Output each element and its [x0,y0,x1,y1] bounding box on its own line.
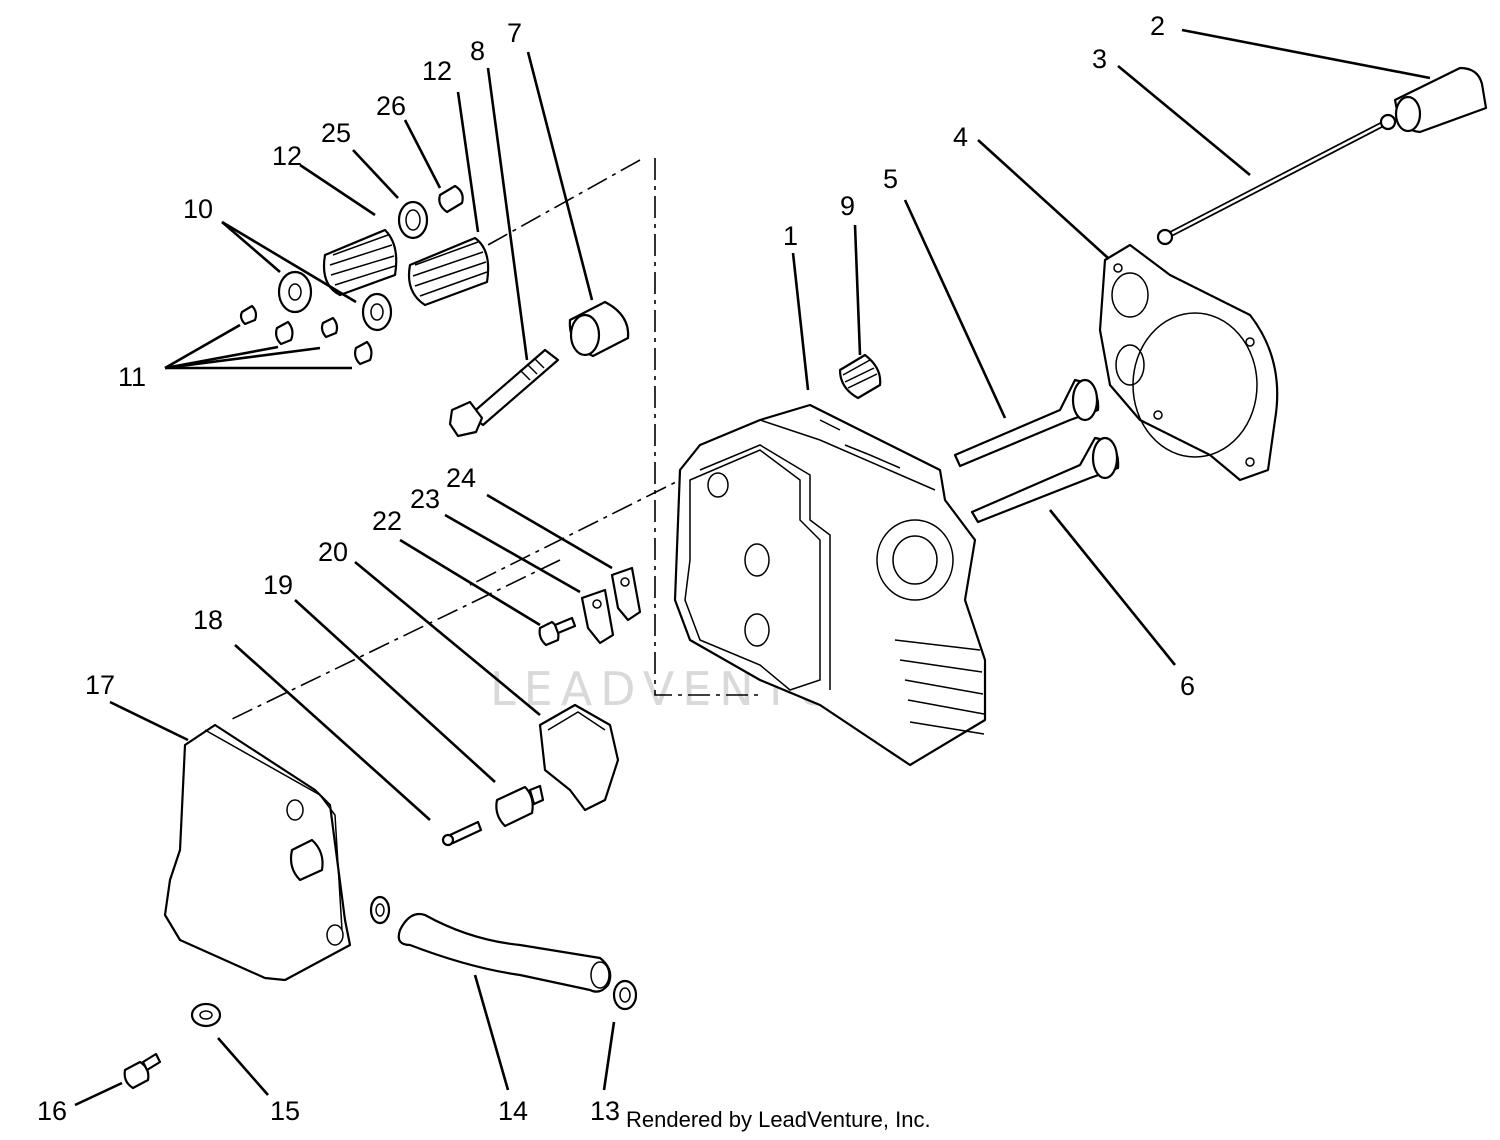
part-13-clamp-upper[interactable] [369,895,391,925]
part-18-pin[interactable] [441,820,483,847]
callout-26: 26 [376,91,406,121]
part-24-bracket[interactable] [610,566,642,622]
callout-10: 10 [183,194,213,224]
part-22-screw[interactable] [538,616,577,647]
part-8-stud-bolt[interactable] [448,348,560,438]
callout-1: 1 [783,221,798,251]
render-credit: Rendered by LeadVenture, Inc. [626,1107,931,1132]
callout-18: 18 [193,605,223,635]
callout-14: 14 [498,1096,528,1126]
part-5-valve[interactable] [953,378,1100,468]
part-1-cylinder-head[interactable] [673,403,987,767]
callout-9: 9 [840,191,855,221]
callout-11: 11 [118,362,146,392]
callout-2: 2 [1150,11,1165,41]
part-20-deflector[interactable] [538,703,620,812]
part-7-spacer[interactable] [568,300,630,358]
part-12-valve-spring-left[interactable] [322,228,398,297]
callout-23: 23 [410,484,440,514]
part-12-valve-spring-right[interactable] [407,236,490,307]
part-25-seal[interactable] [397,200,429,240]
callout-6: 6 [1180,671,1195,701]
part-4-head-gasket[interactable] [1098,243,1279,482]
part-17-valve-cover[interactable] [163,723,352,982]
part-15-washer[interactable] [190,1002,222,1028]
part-13-clamp-lower[interactable] [612,979,638,1011]
callout-24: 24 [446,463,476,493]
callout-7: 7 [507,18,522,48]
leader-lines [74,28,1431,1107]
callout-12-lower: 12 [272,141,302,171]
callout-8: 8 [470,36,485,66]
callout-25: 25 [321,118,351,148]
callout-15: 15 [270,1096,300,1126]
reference-lines [229,158,760,721]
part-6-valve[interactable] [970,436,1120,524]
part-2-tappet[interactable] [1393,66,1488,134]
callout-3: 3 [1092,44,1107,74]
part-19-bushing[interactable] [495,784,545,828]
callout-20: 20 [318,537,348,567]
callout-16: 16 [37,1096,67,1126]
part-9-breather[interactable] [838,353,882,400]
callout-13: 13 [590,1096,620,1126]
part-10-retainer-upper[interactable] [277,270,313,314]
callout-22: 22 [372,506,402,536]
callout-4: 4 [953,122,968,152]
part-26-cap[interactable] [438,184,464,214]
callout-12-upper: 12 [422,56,452,86]
part-10-retainer-lower[interactable] [361,292,393,332]
part-3-push-rod[interactable] [1156,113,1397,246]
callout-5: 5 [883,164,898,194]
part-23-bracket[interactable] [580,588,615,645]
callout-17: 17 [85,670,115,700]
part-14-hose[interactable] [397,912,612,993]
callout-19: 19 [263,570,293,600]
part-11-keepers[interactable] [239,304,373,366]
callout-labels: 2 3 4 5 9 1 6 7 8 12 26 25 12 10 11 24 2… [37,11,1195,1126]
part-16-screw[interactable] [123,1052,162,1090]
